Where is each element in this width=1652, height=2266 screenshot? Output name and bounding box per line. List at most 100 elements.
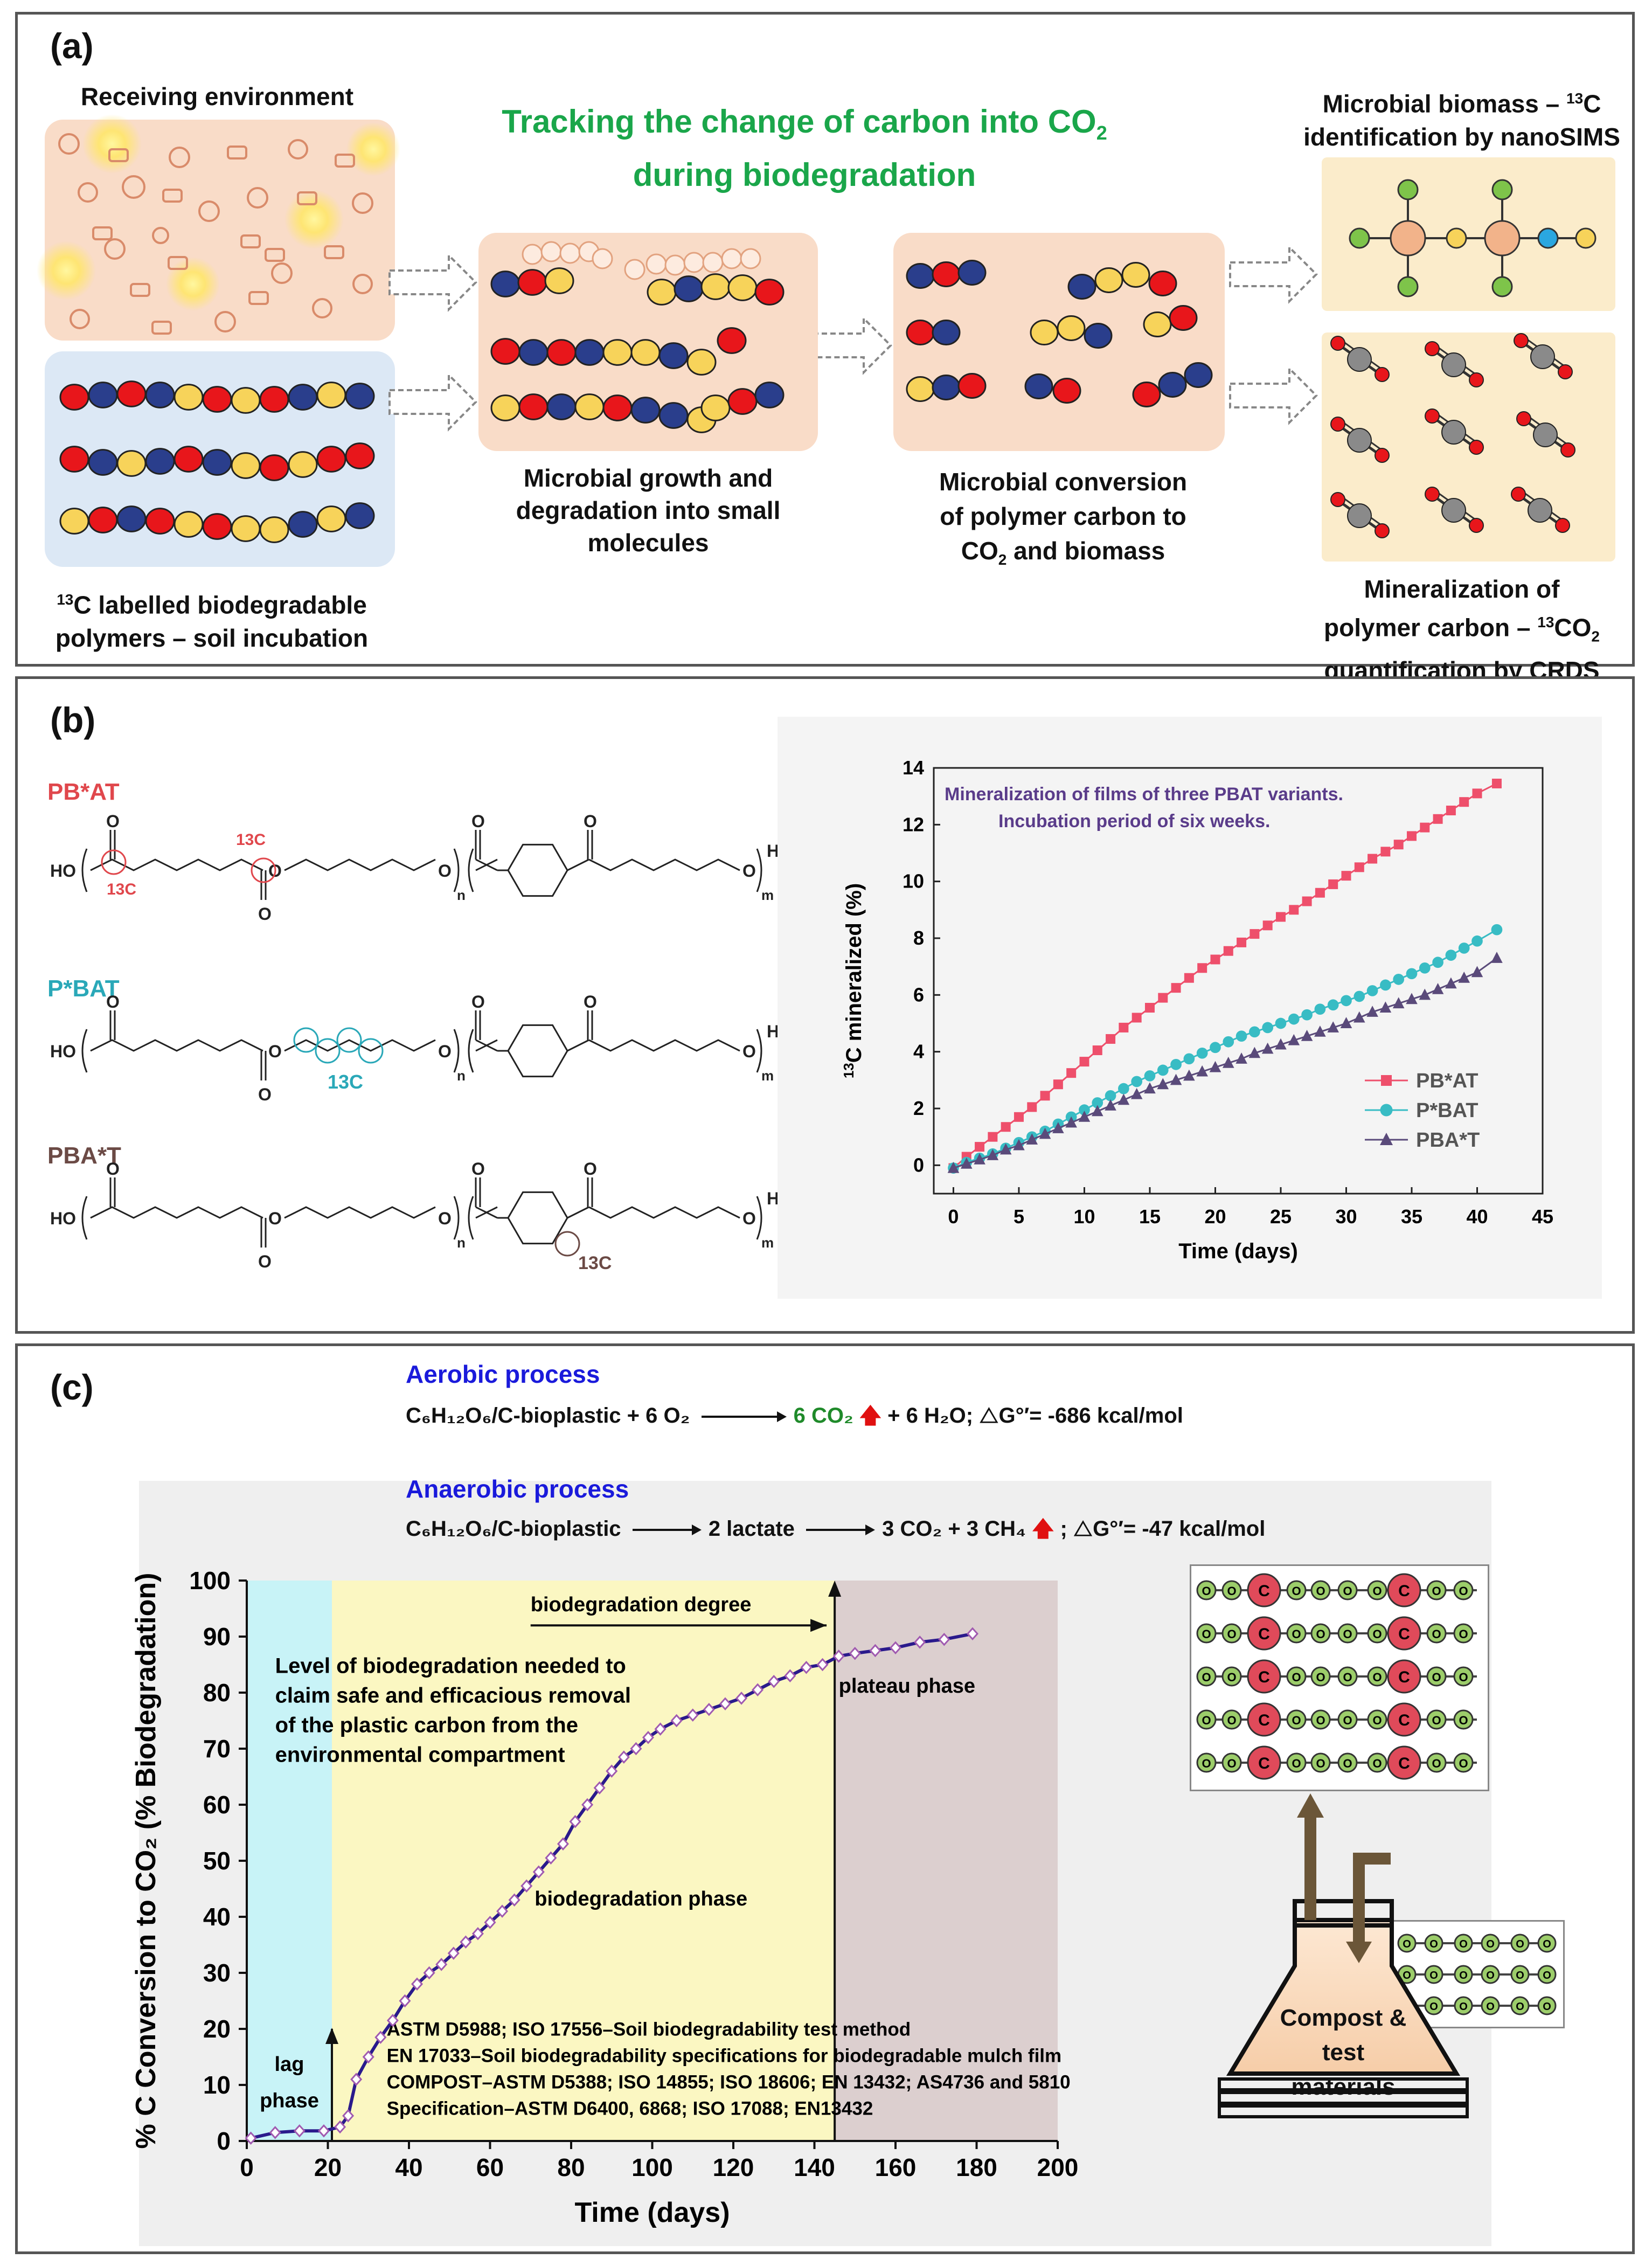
biomass-caption-line2: identification by nanoSIMS: [1303, 123, 1620, 151]
x-tick-label: 45: [1532, 1205, 1553, 1228]
oxygen-atom-icon: [1337, 1623, 1358, 1644]
data-point: [1235, 1052, 1247, 1064]
monomer-bead: [1067, 274, 1096, 300]
level-note: claim safe and efficacious removal: [275, 1684, 631, 1708]
monomer-bead: [259, 454, 289, 481]
monomer-bead: [658, 402, 689, 429]
carbon-atom-icon: [1387, 1616, 1421, 1651]
oxygen-atom-icon: [1510, 1996, 1530, 2015]
microbe-icon: [265, 248, 285, 262]
data-point: [569, 1814, 581, 1828]
conversion-caption: Microbial conversion of polymer carbon t…: [880, 465, 1246, 577]
atom-label: O: [1403, 1938, 1411, 1950]
carbon-atom-icon: [1247, 1573, 1281, 1607]
data-point: [869, 1644, 881, 1658]
degrading-chains-illustration: [490, 241, 785, 433]
oxygen-atom-icon: [1286, 1623, 1307, 1644]
atom-label: O: [1292, 1584, 1301, 1598]
data-point: [471, 1927, 484, 1941]
atom-label: O: [1292, 1714, 1301, 1727]
data-point: [1079, 1104, 1090, 1115]
atom-label: O: [438, 861, 452, 881]
feed-arrow-icon: [1346, 1942, 1372, 1963]
oxygen-atom-icon: [1196, 1666, 1217, 1687]
series-PB*AT: [948, 778, 1502, 1173]
data-point: [1209, 1061, 1221, 1072]
atom-label: O: [1202, 1714, 1211, 1727]
y-tick-label: 2: [913, 1097, 924, 1119]
c13-label: 13C: [107, 881, 136, 898]
arrow-head-icon: [828, 1581, 842, 1597]
oxygen-atom-icon: [1481, 1965, 1500, 1984]
atom-label: O: [106, 812, 120, 831]
data-point: [1132, 1013, 1142, 1023]
data-point: [1158, 993, 1168, 1003]
data-point: [832, 1650, 845, 1663]
pbat-variant-2-name: P*BAT: [47, 975, 120, 1002]
oxygen-atom-icon: [1424, 1965, 1443, 1984]
growth-caption-line2: degradation into small: [516, 496, 781, 524]
standard-note: EN 17033–Soil biodegradability specifica…: [387, 2045, 1062, 2066]
panel-c-label: (c): [50, 1367, 94, 1407]
data-point: [1406, 993, 1418, 1004]
co2-molecule-icon: [1425, 487, 1484, 533]
co2-molecules-illustration: [1330, 333, 1575, 538]
co2-molecule-icon: [1330, 417, 1390, 463]
mineralization-caption-line1: Mineralization of: [1364, 575, 1560, 603]
monomer-bead: [957, 373, 987, 399]
mineralization-chart-area: [778, 717, 1602, 1299]
atom-label: O: [106, 992, 120, 1011]
data-point: [1105, 1099, 1116, 1111]
oxygen-atom-icon: [1196, 1580, 1217, 1600]
monomer-bead: [288, 451, 318, 478]
oxygen-atom-icon: [1337, 1752, 1358, 1773]
conversion-caption-line3: CO2 and biomass: [961, 537, 1165, 569]
atom-icon: [1491, 179, 1513, 200]
panel-c: (c) Aerobic process C₆H₁₂O₆/C-bioplastic…: [15, 1343, 1635, 2254]
atom-label: O: [1372, 1671, 1382, 1684]
data-point: [435, 1958, 448, 1971]
monomer-bead: [490, 271, 520, 297]
data-point: [532, 1865, 545, 1879]
data-point: [1119, 1022, 1129, 1032]
atom-label: O: [1343, 1627, 1352, 1641]
oxygen-atom-icon: [1426, 1752, 1447, 1773]
data-point: [849, 1646, 861, 1660]
data-point: [1406, 831, 1417, 841]
biomass-box: [1322, 157, 1615, 311]
monomer-bead: [1057, 315, 1086, 341]
data-point: [686, 1708, 699, 1722]
monomer-bead: [1143, 311, 1172, 337]
hollow-arrow-icon: [388, 372, 477, 432]
x-tick-label: 160: [875, 2153, 917, 2181]
x-tick-label: 30: [1335, 1205, 1357, 1228]
data-point: [545, 1851, 557, 1865]
small-molecule-icon: [559, 242, 581, 264]
data-point: [1248, 1047, 1261, 1058]
data-point: [1196, 1047, 1208, 1059]
atom-label: O: [1403, 1970, 1411, 1981]
data-point: [1327, 999, 1339, 1011]
x-tick-label: 140: [794, 2153, 835, 2181]
c13-label: 13C: [578, 1253, 612, 1273]
data-point: [1302, 896, 1312, 906]
microbe-icon: [122, 175, 145, 199]
oxygen-atom-icon: [1221, 1580, 1242, 1600]
microbe-icon: [227, 145, 247, 160]
data-point: [269, 2126, 281, 2139]
atom-label: O: [1516, 1970, 1524, 1981]
atom-label: m: [761, 1068, 774, 1084]
oxygen-atom-icon: [1426, 1580, 1447, 1600]
atom-label: C: [1258, 1755, 1270, 1772]
data-point: [1262, 920, 1273, 931]
carbon-atom-icon: [1387, 1659, 1421, 1694]
atom-label: O: [1432, 1627, 1441, 1641]
atom-label: HO: [50, 1042, 76, 1061]
data-point: [1065, 1116, 1077, 1128]
atom-label: C: [1398, 1625, 1410, 1643]
data-point: [399, 1994, 411, 2008]
compost-caption-line3: materials: [1291, 2074, 1396, 2100]
